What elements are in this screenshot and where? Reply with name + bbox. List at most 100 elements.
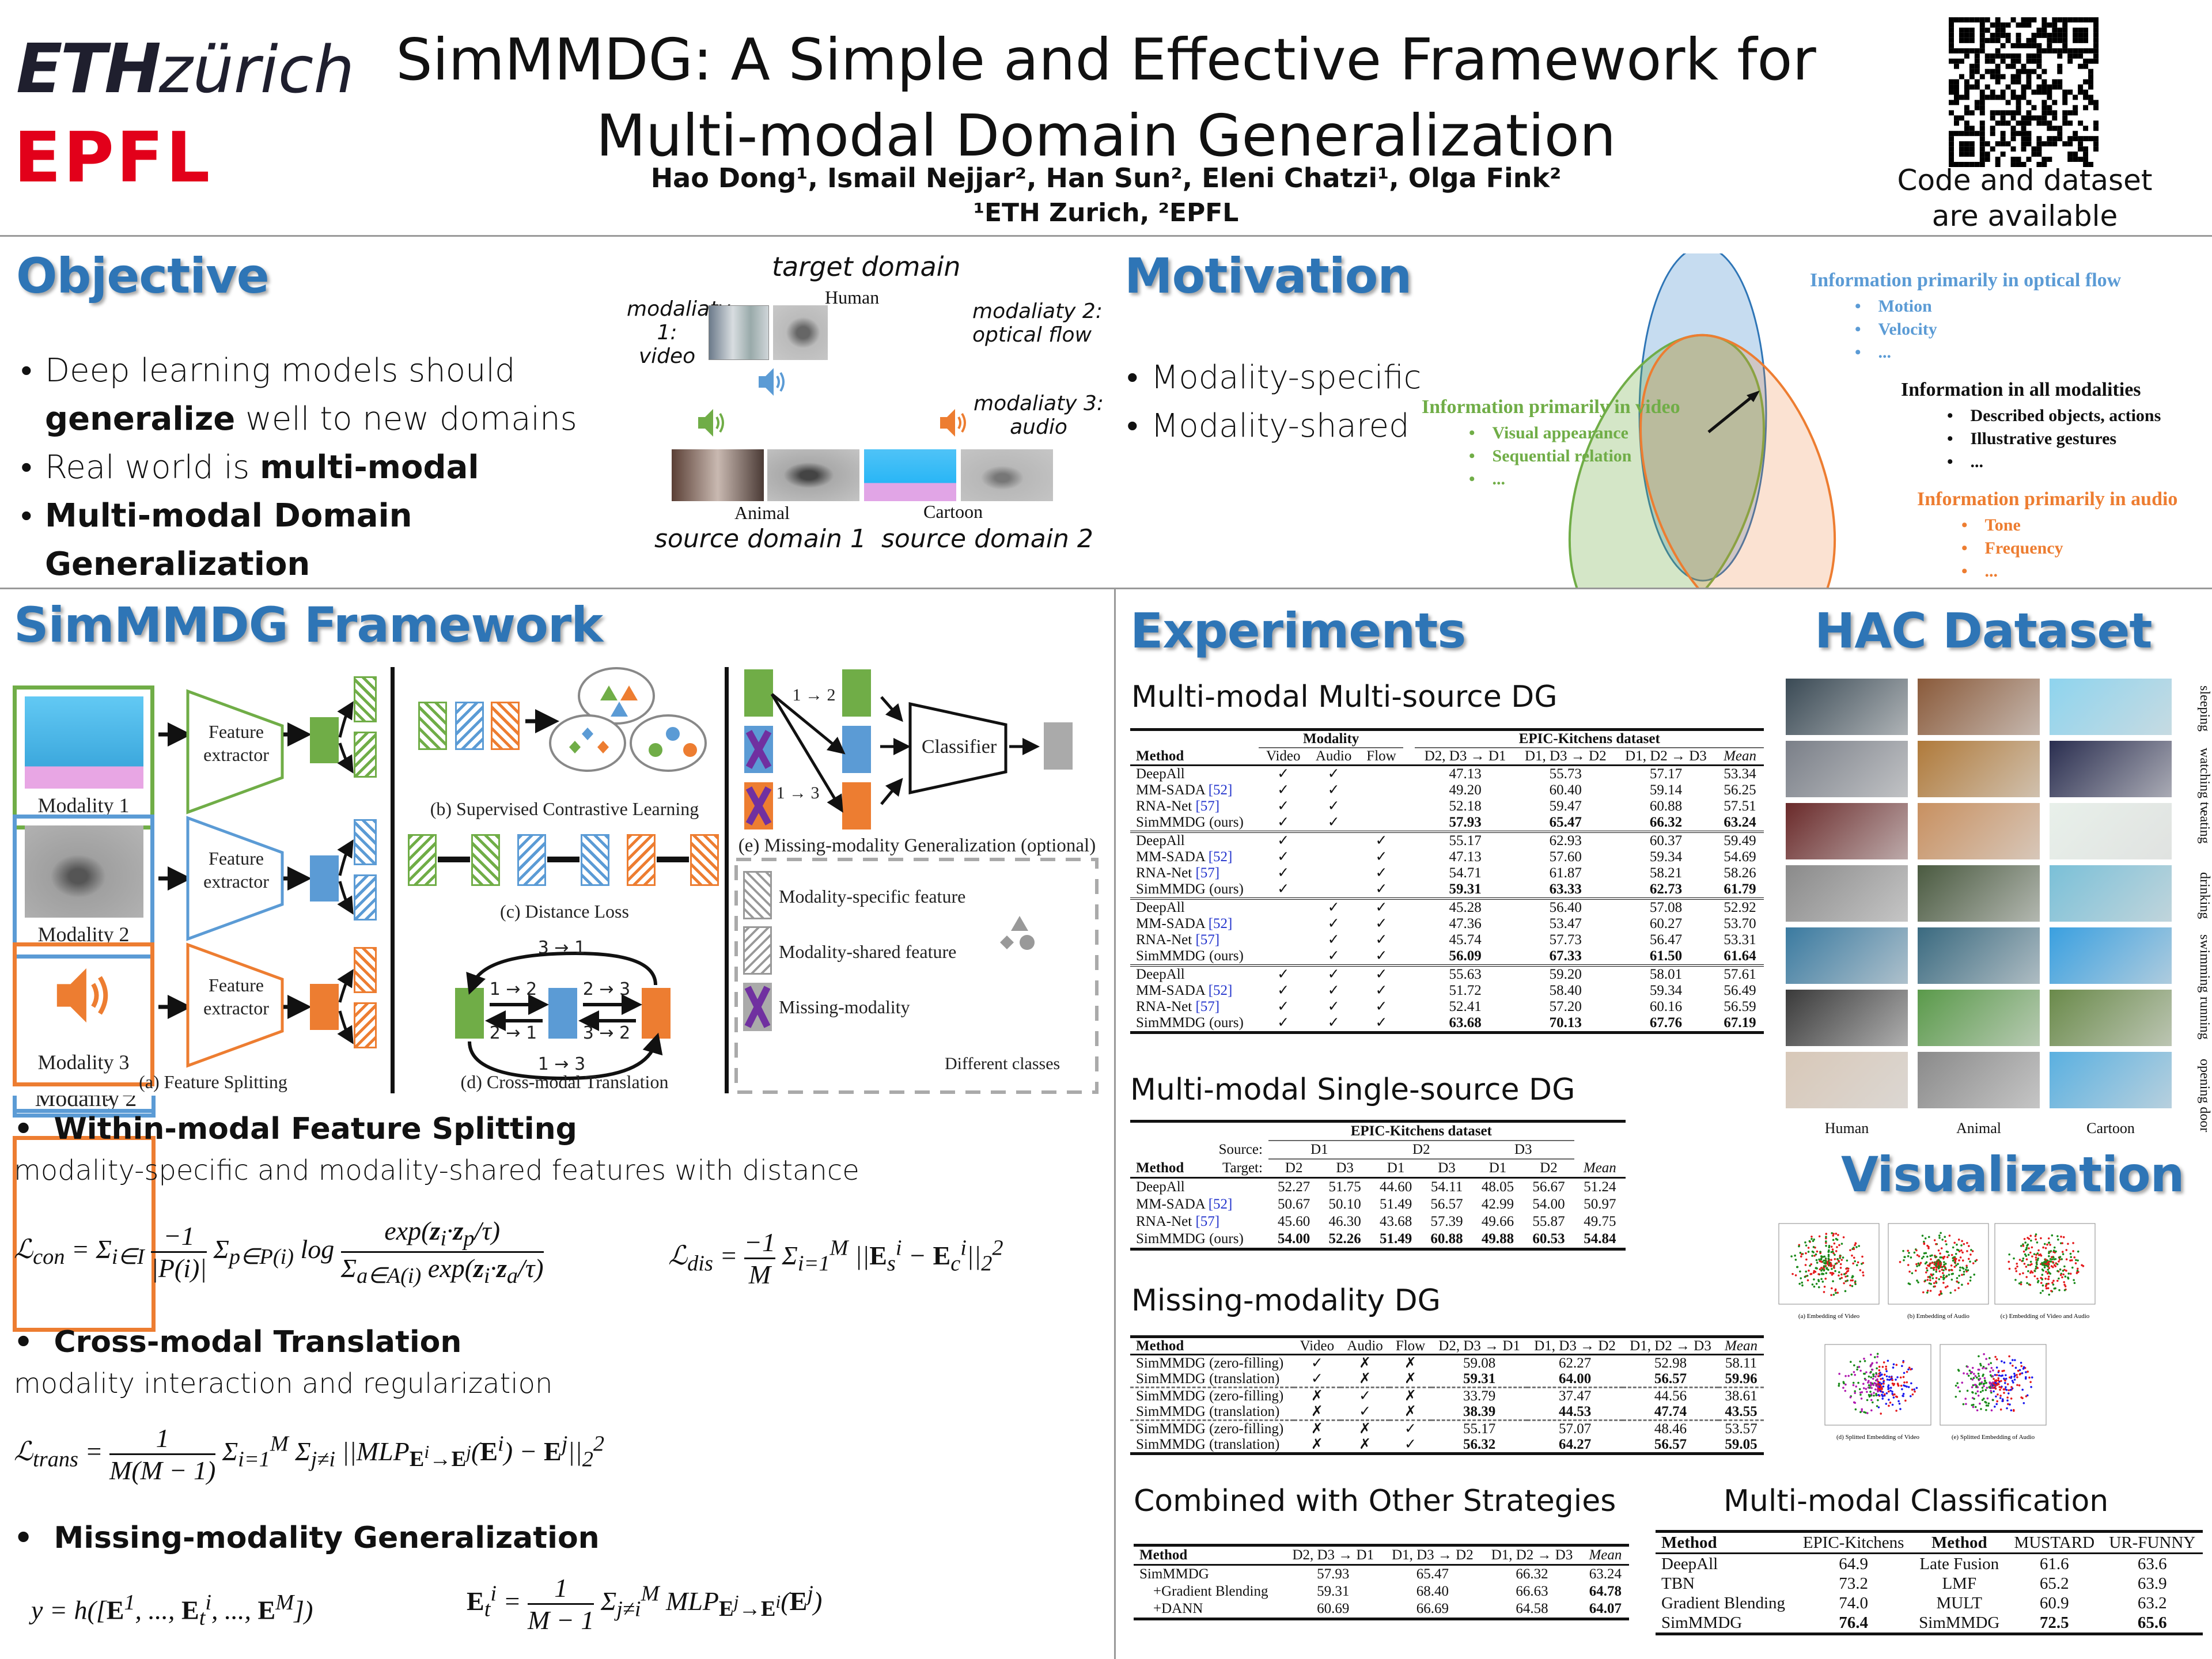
hac-action-label: eating [2197, 810, 2212, 844]
epfl-logo: EPFL [14, 118, 213, 198]
tsne-point [1965, 1268, 1967, 1271]
citation-link[interactable]: [52] [1208, 916, 1233, 931]
tsne-point [2052, 1279, 2055, 1282]
tsne-point [1979, 1362, 1982, 1365]
tsne-point [1950, 1269, 1953, 1271]
tsne-point [2029, 1271, 2032, 1274]
authors: Hao Dong¹, Ismail Nejjar², Han Sun², Ele… [650, 162, 1562, 194]
tsne-point [2024, 1253, 2027, 1256]
tsne-point [1981, 1399, 1984, 1402]
value-cell: 62.73 [1649, 881, 1683, 897]
tsne-point [2036, 1278, 2039, 1280]
tsne-point [1897, 1384, 1900, 1387]
tsne-point [2050, 1250, 2052, 1252]
tsne-point [1983, 1377, 1986, 1380]
tsne-point [1889, 1389, 1892, 1392]
citation-link[interactable]: [52] [1208, 983, 1233, 998]
value-cell: 37.47 [1527, 1387, 1623, 1404]
tsne-point [1871, 1362, 1874, 1365]
tsne-point [1957, 1369, 1960, 1371]
tsne-point [1971, 1366, 1974, 1369]
method-cell: Late Fusion [1911, 1552, 2007, 1574]
specific-feature-green [354, 732, 377, 778]
method-cell: +DANN [1134, 1600, 1283, 1620]
tsne-point [1887, 1385, 1889, 1388]
value-cell: 56.57 [1623, 1437, 1718, 1455]
method-cell: DeepAll [1130, 831, 1259, 849]
value-cell: 67.19 [1716, 1015, 1764, 1034]
value-cell: 33.79 [1431, 1387, 1528, 1404]
citation-link[interactable]: [52] [1208, 849, 1233, 865]
tsne-point [2072, 1250, 2074, 1252]
tsne-point [1923, 1242, 1926, 1245]
tsne-point [1973, 1397, 1975, 1400]
objective-bullet: Multi-modal Domain Generalization [16, 492, 638, 589]
tsne-point [1971, 1386, 1974, 1389]
citation-link[interactable]: [57] [1195, 999, 1220, 1014]
caption-c: (c) Distance Loss [500, 901, 629, 922]
citation-link[interactable]: [57] [1195, 865, 1220, 881]
tsne-point [1948, 1234, 1951, 1237]
feature-bar [455, 702, 484, 750]
citation-link[interactable]: [52] [1208, 1196, 1233, 1212]
tsne-point [1823, 1285, 1826, 1288]
tsne-point [1997, 1393, 1999, 1396]
tsne-point [1935, 1262, 1938, 1265]
qr-code[interactable] [1949, 17, 2099, 167]
value-cell: 66.32 [1482, 1564, 1582, 1583]
tsne-point [1977, 1372, 1980, 1375]
tsne-point [2013, 1378, 2016, 1381]
audio-info-title: Information primarily in audio [1917, 488, 2178, 510]
tsne-point [1974, 1384, 1977, 1386]
tsne-point [1911, 1388, 1914, 1391]
tsne-point [1903, 1381, 1906, 1384]
modality-check: ✓ [1277, 881, 1290, 897]
modality-check: ✓ [1327, 798, 1340, 814]
tsne-point [1990, 1409, 1993, 1412]
tsne-point [1834, 1263, 1837, 1265]
tsne-point [1868, 1393, 1870, 1396]
tsne-point [1812, 1240, 1815, 1243]
tsne-point [1818, 1235, 1821, 1238]
tsne-point [1971, 1250, 1974, 1252]
tsne-point [1815, 1267, 1817, 1270]
tsne-point [2059, 1268, 2062, 1271]
method-cell: SimMMDG [1134, 1564, 1283, 1583]
tsne-point [1833, 1242, 1836, 1245]
value-cell: 53.47 [1549, 916, 1582, 931]
value-cell: 52.27 [1268, 1177, 1320, 1196]
modality-check: ✓ [1258, 964, 1308, 983]
eth-logo-bold: ETH [16, 29, 161, 108]
citation-link[interactable]: [57] [1195, 798, 1220, 814]
hac-action-label: sleeping [2197, 685, 2212, 732]
value-cell: 61.79 [1724, 881, 1756, 897]
tsne-point [1961, 1283, 1963, 1286]
objective-title: Objective [16, 248, 270, 304]
tsne-point [1813, 1278, 1815, 1281]
value-cell: 49.75 [1584, 1214, 1616, 1229]
tsne-plot: (b) Embedding of Audio [1888, 1223, 1989, 1320]
modality-check [1359, 782, 1404, 798]
tsne-point [1831, 1232, 1834, 1234]
citation-link[interactable]: [57] [1195, 1214, 1220, 1229]
tsne-point [1902, 1361, 1904, 1363]
citation-link[interactable]: [57] [1195, 932, 1220, 948]
citation-link[interactable]: [52] [1208, 782, 1233, 798]
modality-check: ✓ [1308, 897, 1359, 916]
tsne-point [2025, 1395, 2028, 1397]
tsne-point [2005, 1377, 2008, 1380]
modality-check: ✓ [1277, 798, 1290, 814]
tsne-point [1930, 1258, 1932, 1260]
tsne-point [2053, 1246, 2056, 1249]
modality-check [1359, 764, 1404, 782]
tsne-point [2044, 1261, 2047, 1264]
tsne-point [1904, 1399, 1907, 1402]
hac-action-label: watching tv [2197, 748, 2212, 813]
value-cell: 50.10 [1328, 1196, 1361, 1212]
tsne-point [2022, 1250, 2025, 1253]
missing-x-icon [744, 986, 771, 1028]
tsne-point [1862, 1382, 1865, 1385]
legend-classes-label: Different classes [945, 1054, 1060, 1073]
hac-thumbnail [1786, 990, 1908, 1046]
